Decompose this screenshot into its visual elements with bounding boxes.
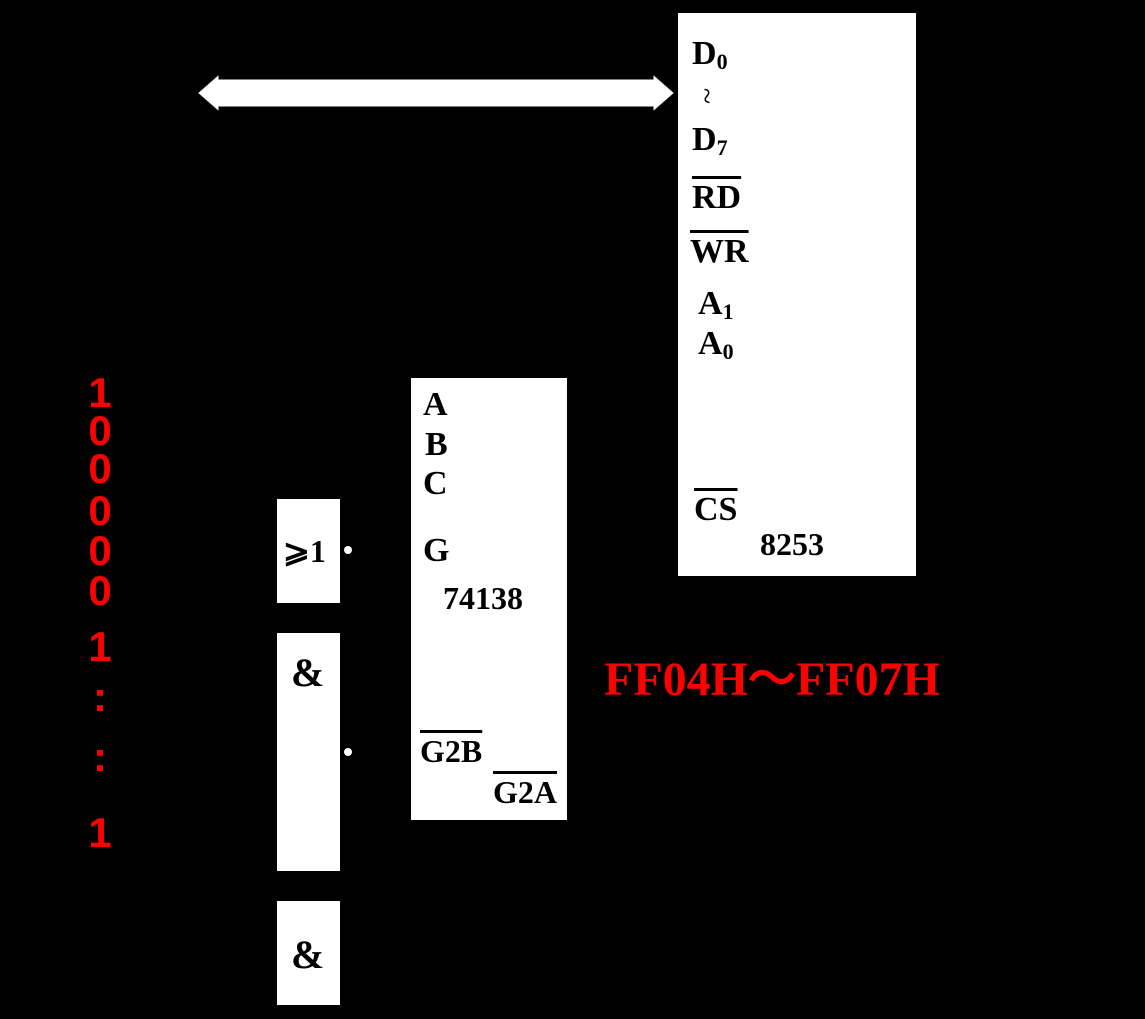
address-bit: 0 xyxy=(88,567,112,614)
chip-8253-name: 8253 xyxy=(760,526,824,562)
address-bit: : xyxy=(93,673,107,720)
and-gate-1-label: & xyxy=(291,650,325,695)
pin-a1: A1 xyxy=(698,285,734,324)
pin-g2a: G2A xyxy=(493,774,557,810)
and-gate-2: & xyxy=(277,901,340,1005)
data-bus-arrow xyxy=(193,68,679,118)
address-bit: 0 xyxy=(88,527,112,574)
pin-d0: D0 xyxy=(692,35,728,74)
pin-g2b: G2B xyxy=(420,733,483,769)
pin-wr: WR xyxy=(690,233,749,270)
address-bit: 0 xyxy=(88,445,112,492)
pin-cs: CS xyxy=(694,491,738,528)
pin-a0: A0 xyxy=(698,325,734,364)
pin-d7: D7 xyxy=(692,121,728,160)
or-gate-output-bubble xyxy=(344,546,352,554)
chip-8253: D0 ~ D7 RD WR A1 A0 CS 8253 xyxy=(678,13,916,576)
address-bit: 0 xyxy=(88,407,112,454)
address-bit: 1 xyxy=(88,369,112,416)
and-gate-1: & xyxy=(277,633,340,871)
pin-c: C xyxy=(423,465,448,502)
pin-g: G xyxy=(423,532,450,569)
address-bit: 1 xyxy=(88,809,112,856)
address-bit: 1 xyxy=(88,623,112,670)
or-gate-label: ⩾1 xyxy=(283,533,326,569)
address-range-label: FF04H～FF07H xyxy=(604,653,940,706)
or-gate: ⩾1 xyxy=(277,499,340,603)
pin-range-tilde: ~ xyxy=(690,87,724,105)
address-bit: : xyxy=(93,733,107,780)
address-bit: 0 xyxy=(88,487,112,534)
pin-a: A xyxy=(423,386,448,423)
chip-74138-name: 74138 xyxy=(443,580,523,616)
pin-b: B xyxy=(425,426,448,463)
chip-74138: A B C G 74138 G2B G2A xyxy=(411,378,567,820)
and-gate-1-output-bubble xyxy=(344,748,352,756)
and-gate-2-label: & xyxy=(291,932,325,977)
pin-rd: RD xyxy=(692,179,742,216)
